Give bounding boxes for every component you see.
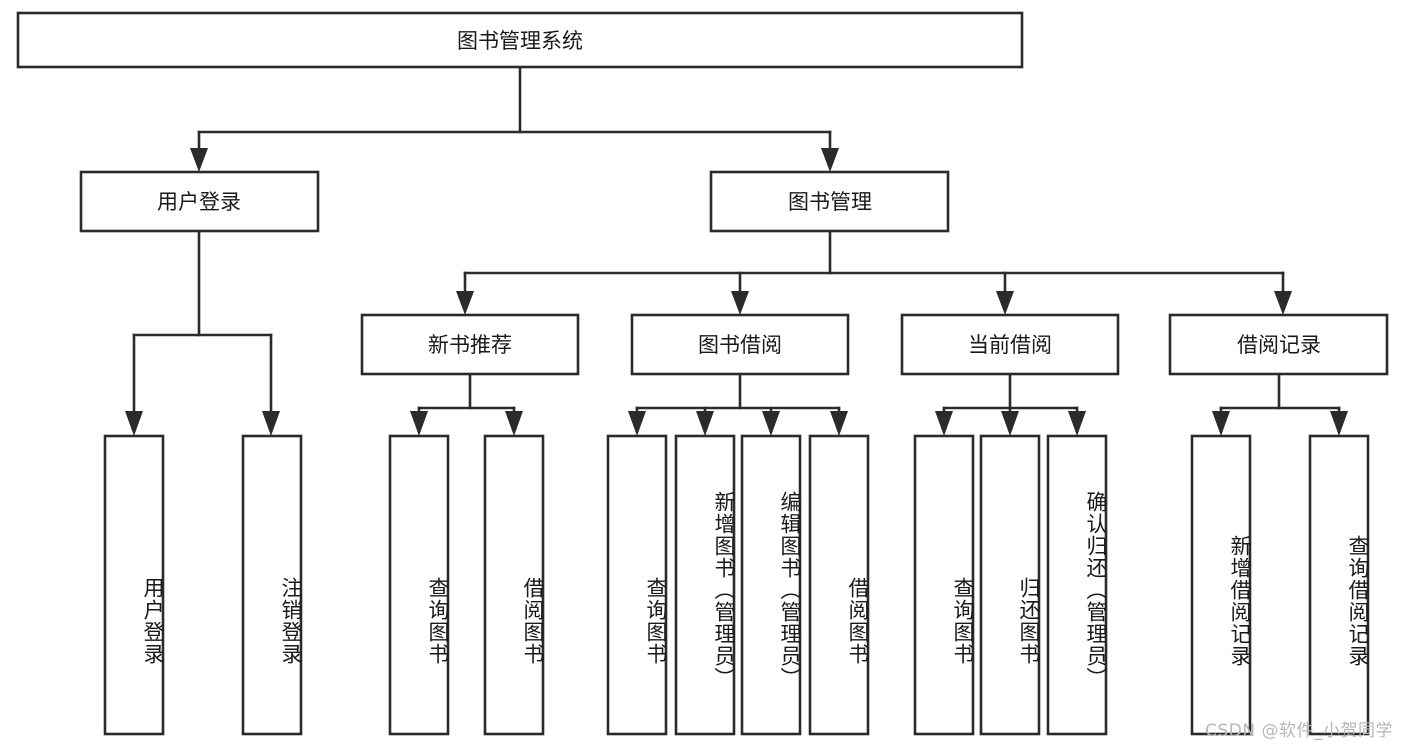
node-leaf-add-book[interactable] xyxy=(674,434,736,736)
node-borrow-record[interactable] xyxy=(1168,313,1389,376)
watermark-csdn: CSDN @软件_小贺同学 xyxy=(1205,721,1393,741)
node-box-group xyxy=(16,11,1389,736)
label-book-borrow: 图书借阅 xyxy=(698,333,782,357)
node-leaf-query-book-2[interactable] xyxy=(606,434,668,736)
node-leaf-query-book-1[interactable] xyxy=(388,434,450,736)
node-leaf-query-book-3[interactable] xyxy=(913,434,975,736)
label-current-borrow: 当前借阅 xyxy=(968,333,1052,357)
node-new-book-recommend[interactable] xyxy=(360,313,580,376)
arrowhead-leaf-query-book-3 xyxy=(935,411,953,436)
arrowhead-leaf-query-book-2 xyxy=(628,411,646,436)
arrowhead-leaf-borrow-book-1 xyxy=(505,411,523,436)
node-book-manage[interactable] xyxy=(709,170,950,233)
node-label-group: 图书管理系统 用户登录 图书管理 新书推荐 图书借阅 当前借阅 借阅记录 xyxy=(157,29,1321,357)
node-leaf-user-login[interactable] xyxy=(103,434,165,736)
node-user-login[interactable] xyxy=(79,170,320,233)
arrowhead-leaf-add-book xyxy=(696,411,714,436)
label-borrow-record: 借阅记录 xyxy=(1237,333,1321,357)
arrowhead-leaf-add-record xyxy=(1212,411,1230,436)
arrowhead-leaf-return-book xyxy=(1001,411,1019,436)
node-leaf-edit-book[interactable] xyxy=(740,434,802,736)
arrowhead-book-manage xyxy=(821,148,839,172)
arrowhead-leaf-borrow-book-2 xyxy=(830,411,848,436)
arrowhead-book-borrow xyxy=(731,291,749,315)
arrowhead-borrow-record xyxy=(1274,291,1292,315)
connector-group xyxy=(125,65,1348,436)
node-leaf-borrow-book-2[interactable] xyxy=(808,434,870,736)
label-root: 图书管理系统 xyxy=(457,29,583,53)
arrowhead-leaf-logout xyxy=(262,411,280,436)
label-new-book-recommend: 新书推荐 xyxy=(428,333,512,357)
node-leaf-return-book[interactable] xyxy=(979,434,1041,736)
arrowhead-leaf-edit-book xyxy=(762,411,780,436)
node-leaf-add-record[interactable] xyxy=(1190,434,1252,736)
node-leaf-confirm-return[interactable] xyxy=(1046,434,1108,736)
arrowhead-current-borrow xyxy=(996,291,1014,315)
arrowhead-leaf-query-record xyxy=(1330,411,1348,436)
arrowhead-leaf-confirm-return xyxy=(1068,411,1086,436)
node-root[interactable] xyxy=(16,11,1024,69)
node-current-borrow[interactable] xyxy=(900,313,1120,376)
arrowhead-user-login xyxy=(190,148,208,172)
node-leaf-borrow-book-1[interactable] xyxy=(483,434,545,736)
label-book-manage: 图书管理 xyxy=(788,190,872,214)
node-book-borrow[interactable] xyxy=(630,313,850,376)
node-leaf-query-record[interactable] xyxy=(1308,434,1370,736)
arrowhead-new-book-recommend xyxy=(456,291,474,315)
label-user-login: 用户登录 xyxy=(157,190,241,214)
node-leaf-logout[interactable] xyxy=(241,434,303,736)
arrowhead-leaf-query-book-1 xyxy=(410,411,428,436)
arrowhead-leaf-user-login xyxy=(125,411,143,436)
